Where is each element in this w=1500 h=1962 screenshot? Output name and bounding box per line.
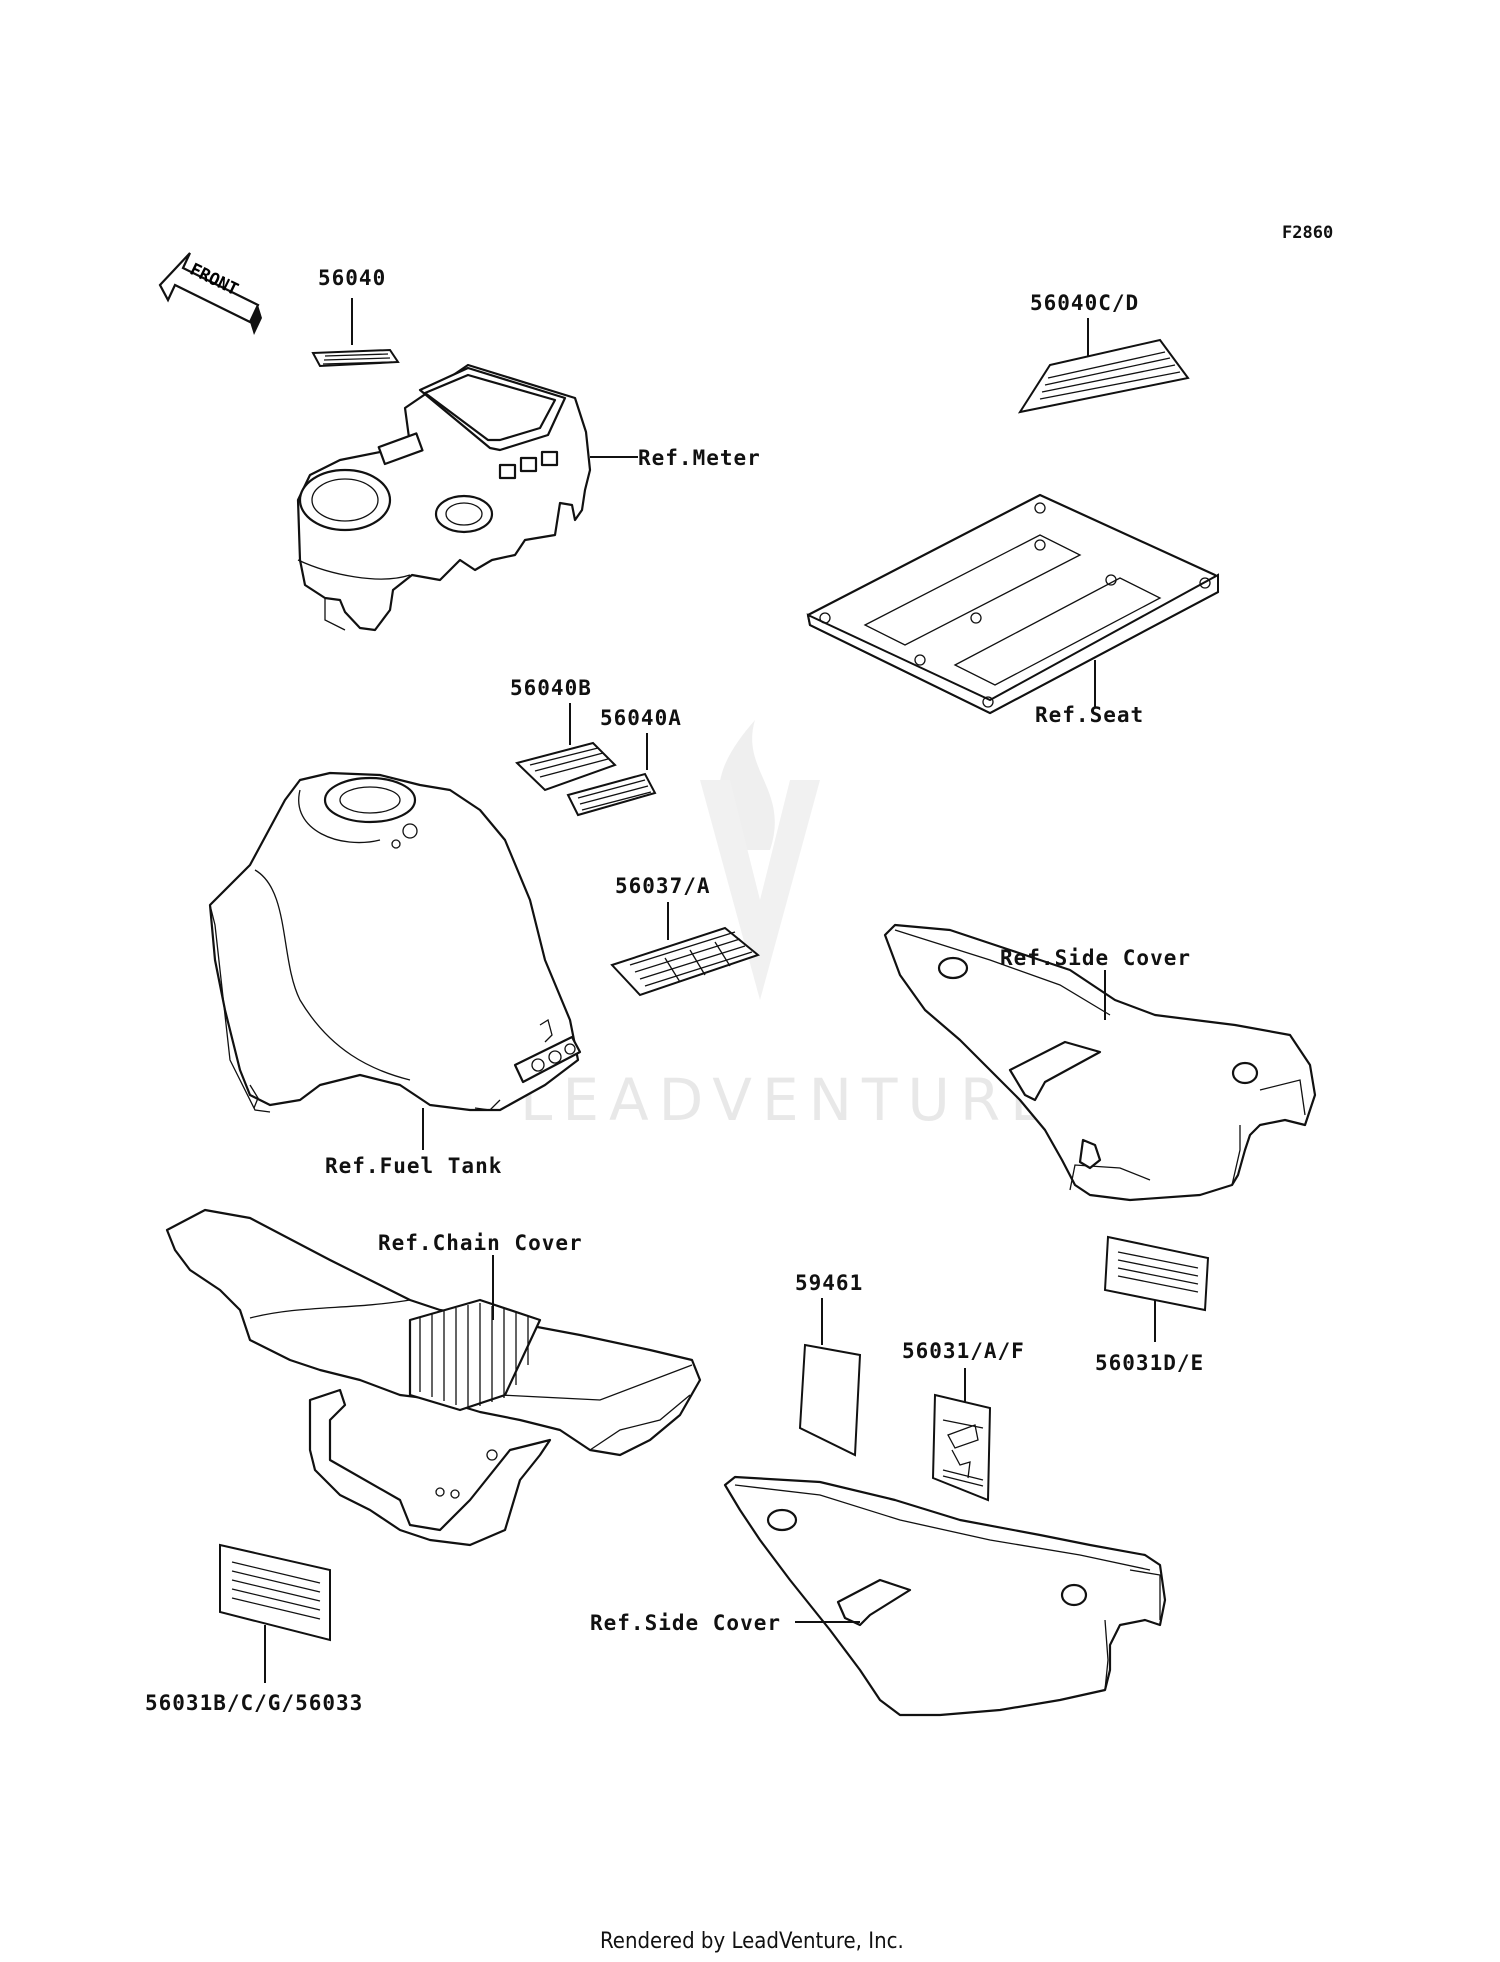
footer-credit: Rendered by LeadVenture, Inc. <box>600 1929 904 1954</box>
decal-56031bcg-56033 <box>219 1543 331 1642</box>
chain-cover-part <box>165 1208 702 1547</box>
decal-59461 <box>798 1343 862 1457</box>
decal-56040cd <box>1017 338 1190 414</box>
part-56031de-label: 56031D/E <box>1095 1351 1204 1375</box>
decal-56031af <box>931 1393 992 1502</box>
part-56040b-label: 56040B <box>510 676 592 700</box>
watermark-logo: LEADVENTURE <box>520 720 1057 1134</box>
side-cover-right-part <box>883 923 1317 1202</box>
decal-56040b <box>515 741 617 792</box>
part-56031af-label: 56031/A/F <box>902 1339 1025 1363</box>
part-59461-label: 59461 <box>795 1271 863 1295</box>
watermark-text: LEADVENTURE <box>520 1066 1057 1134</box>
part-56037a-label: 56037/A <box>615 874 711 898</box>
ref-meter-label: Ref.Meter <box>638 446 761 470</box>
part-56040-label: 56040 <box>318 266 386 290</box>
side-cover-lower-part <box>723 1475 1167 1717</box>
meter-part <box>296 348 592 632</box>
ref-chain-cover-label: Ref.Chain Cover <box>378 1231 583 1255</box>
ref-seat-label: Ref.Seat <box>1035 703 1144 727</box>
seat-base-part <box>806 493 1220 715</box>
ref-side-cover-right-label: Ref.Side Cover <box>1000 946 1191 970</box>
figure-number: F2860 <box>1282 223 1333 243</box>
front-arrow-icon: FRONT <box>158 252 262 335</box>
decal-56040a <box>566 772 657 817</box>
part-56040cd-label: 56040C/D <box>1030 291 1139 315</box>
decal-56037a <box>610 926 761 997</box>
fuel-tank-part <box>208 771 582 1113</box>
part-56031bcg-56033-label: 56031B/C/G/56033 <box>145 1691 363 1715</box>
ref-side-cover-lower-label: Ref.Side Cover <box>590 1611 781 1635</box>
decal-56031de <box>1103 1235 1210 1312</box>
part-56040a-label: 56040A <box>600 706 682 730</box>
ref-fuel-tank-label: Ref.Fuel Tank <box>325 1154 502 1178</box>
